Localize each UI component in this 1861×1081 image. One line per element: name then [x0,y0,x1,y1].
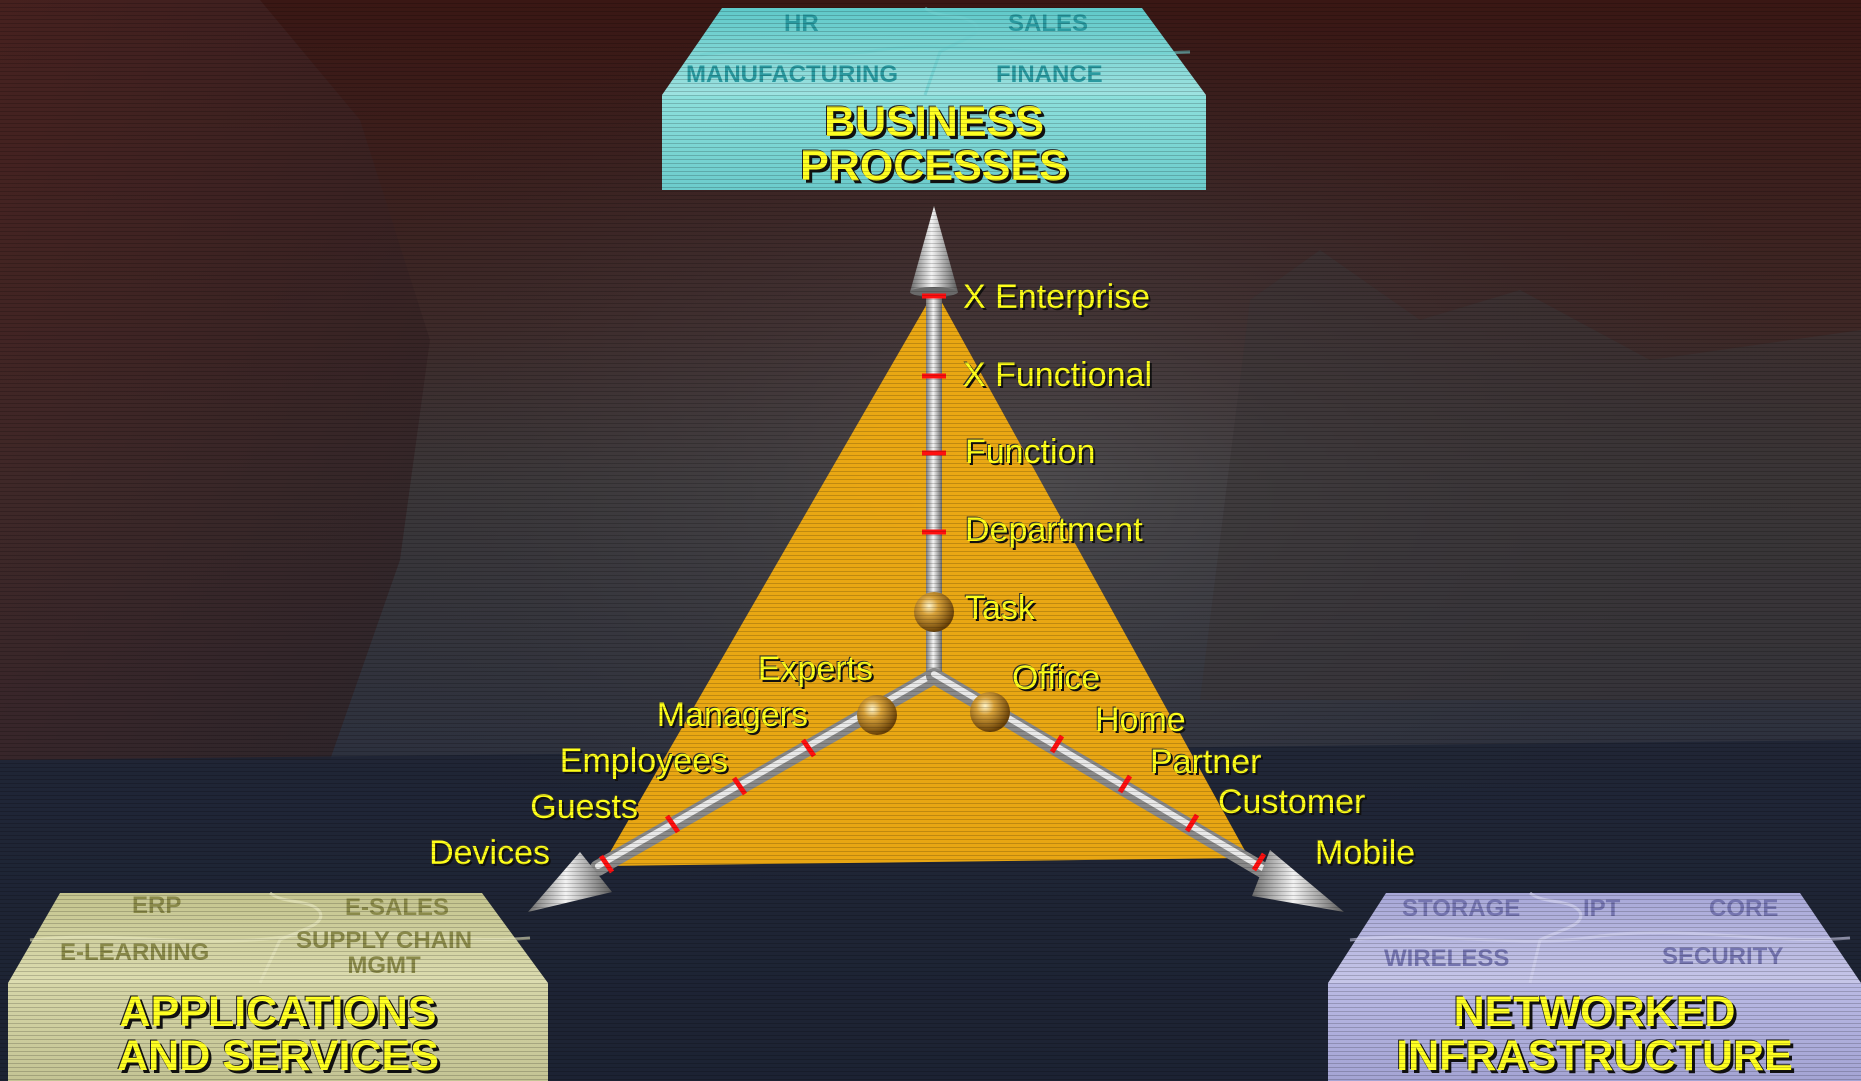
tick-customer [1184,813,1200,833]
piece-ipt: IPT [1583,895,1621,922]
label-function: Function [965,433,1096,471]
tick-managers [800,738,817,758]
dimension-triangle [602,290,1249,866]
label-partner: Partner [1150,743,1262,781]
label-home: Home [1095,701,1186,739]
piece-storage: STORAGE [1402,895,1521,922]
applications-services-title: APPLICATIONS AND SERVICES [117,988,439,1080]
piece-sales: SALES [1008,10,1089,37]
piece-core: CORE [1709,895,1779,922]
tick-guests [664,814,681,834]
business-processes-title: BUSINESS PROCESSES [800,98,1068,190]
label-mobile: Mobile [1315,834,1416,872]
office-ball [970,692,1010,732]
tick-mobile [1251,852,1267,872]
label-x-enterprise: X Enterprise [963,278,1151,316]
piece-supply-chain: SUPPLY CHAIN MGMT [296,927,473,979]
label-x-functional: X Functional [963,356,1152,394]
tick-partner [1117,774,1133,794]
label-task: Task [965,589,1035,627]
label-employees: Employees [559,742,728,780]
tick-devices [598,854,615,874]
piece-security: SECURITY [1662,943,1784,970]
piece-hr: HR [784,10,819,37]
label-customer: Customer [1218,783,1366,821]
tick-employees [731,776,748,796]
piece-erp: ERP [132,892,182,919]
label-department: Department [965,511,1143,549]
label-managers: Managers [656,696,808,734]
networked-infrastructure-block [1328,891,1861,1081]
tick-marks [598,293,1267,874]
task-ball [914,592,954,632]
tick-home [1049,734,1065,754]
label-guests: Guests [530,788,638,826]
piece-e-sales: E-SALES [345,894,450,921]
label-office: Office [1012,659,1101,697]
piece-finance: FINANCE [996,61,1103,88]
piece-e-learning: E-LEARNING [60,939,210,966]
networked-infrastructure-title: NETWORKED INFRASTRUCTURE [1396,988,1793,1080]
business-processes-block [662,6,1206,190]
piece-manufacturing: MANUFACTURING [686,61,898,88]
label-experts: Experts [757,650,873,688]
experts-ball [857,695,897,735]
applications-services-block [8,891,548,1081]
label-devices: Devices [429,834,550,872]
piece-wireless: WIRELESS [1384,945,1510,972]
